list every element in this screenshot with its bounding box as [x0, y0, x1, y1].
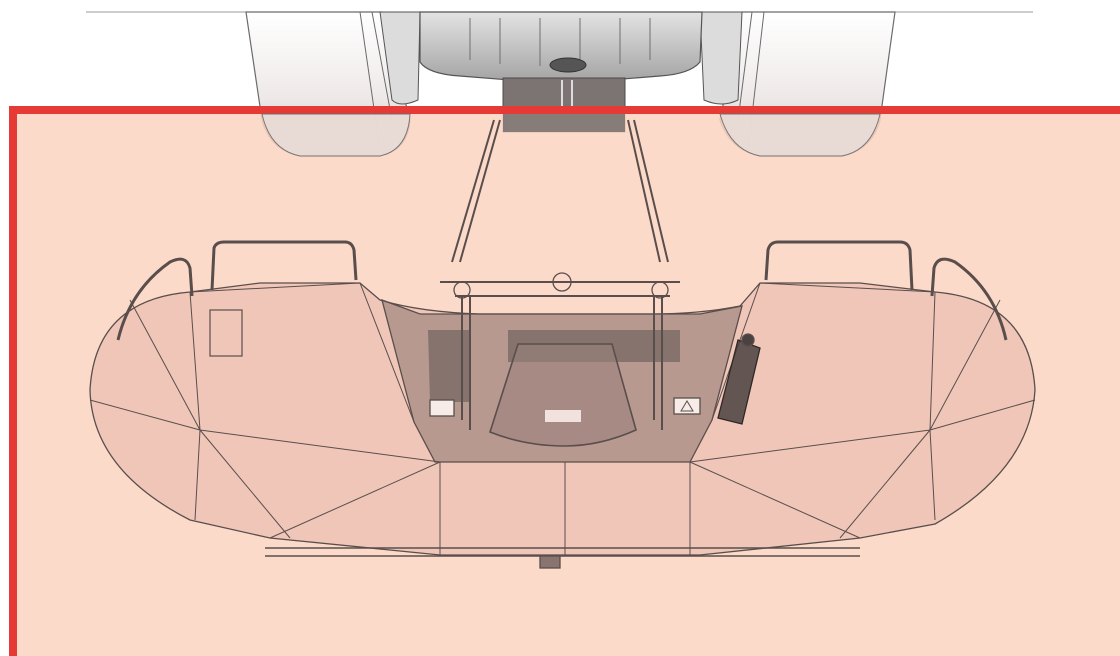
spreader	[89, 119, 1036, 569]
hydraulic-cylinder	[717, 339, 761, 425]
left-outer-rail	[116, 257, 194, 341]
left-wing-panels	[89, 282, 441, 539]
center-panels	[439, 461, 691, 555]
spread-bar	[265, 547, 860, 557]
label-plate	[209, 309, 243, 357]
right-handrail	[764, 240, 914, 291]
hopper-center	[489, 343, 637, 447]
lift-links	[451, 119, 669, 263]
tyre-bottoms	[261, 113, 881, 157]
frame-crossbeam	[440, 281, 680, 430]
left-handrail	[210, 240, 358, 291]
right-outer-rail	[930, 257, 1008, 341]
right-rim	[699, 11, 743, 105]
left-rim	[379, 11, 421, 105]
